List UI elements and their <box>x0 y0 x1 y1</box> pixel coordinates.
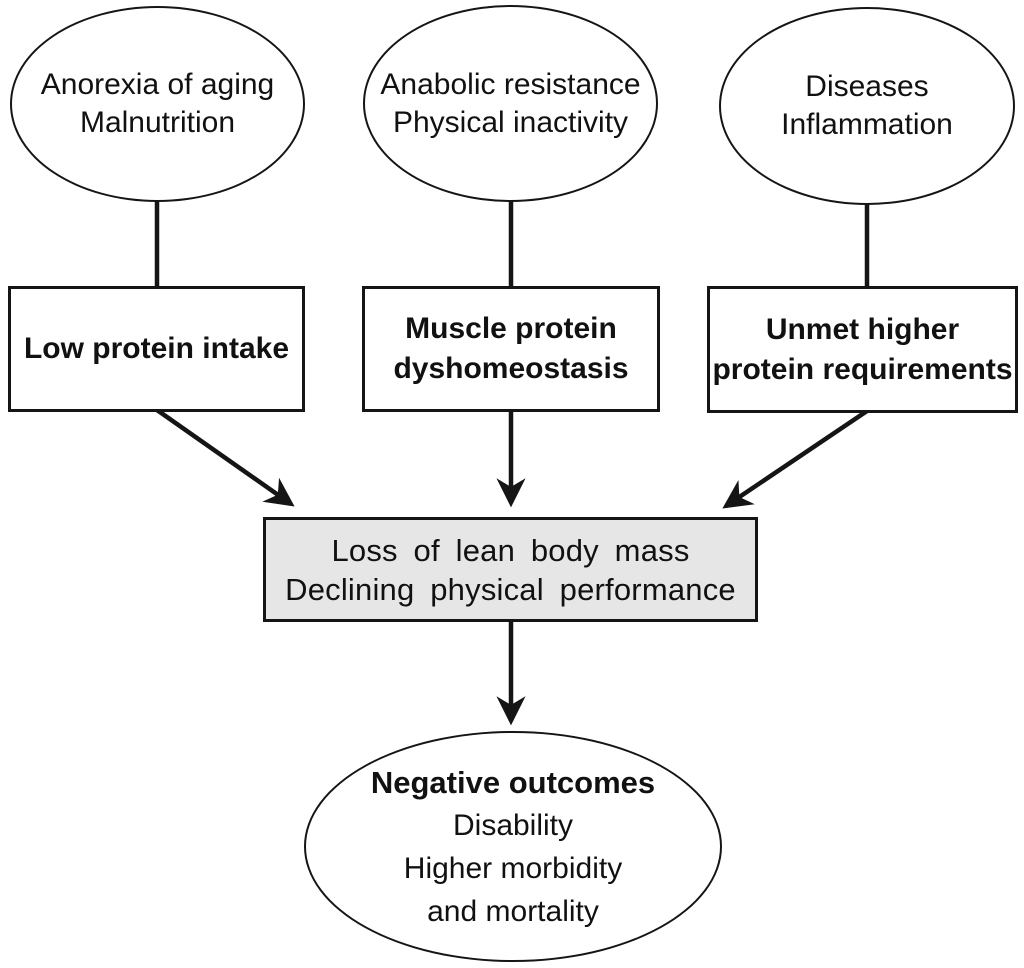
node-line: Malnutrition <box>79 106 236 139</box>
outcome-title: Negative outcomes <box>370 764 656 800</box>
node-line: protein requirements <box>712 352 1013 386</box>
node-line: Anabolic resistance <box>380 67 641 101</box>
central-box-loss-of-lean-body-mass: Loss of lean body mass Declining physica… <box>263 517 758 622</box>
node-line: Low protein intake <box>23 332 290 365</box>
node-line: Inflammation <box>781 108 953 141</box>
node-line: Declining physical performance <box>285 571 736 607</box>
node-line: dyshomeostasis <box>393 352 629 385</box>
node-line: Unmet higher <box>765 312 960 346</box>
mechanism-box-unmet-higher-protein-requirements: Unmet higher protein requirements <box>707 286 1018 413</box>
node-line: Higher morbidity <box>403 851 623 885</box>
cause-ellipse-diseases: Diseases Inflammation <box>719 7 1015 205</box>
mechanism-box-low-protein-intake: Low protein intake <box>8 286 305 412</box>
node-line: Physical inactivity <box>392 105 629 139</box>
node-line: Loss of lean body mass <box>331 532 690 568</box>
arrow-low-protein-to-central <box>155 408 295 507</box>
node-line: Muscle protein <box>405 312 617 345</box>
node-line: Diseases <box>805 70 929 103</box>
cause-ellipse-anabolic-resistance: Anabolic resistance Physical inactivity <box>363 5 658 202</box>
node-line: and mortality <box>427 894 599 928</box>
node-line: Disability <box>452 808 574 842</box>
cause-ellipse-anorexia-of-aging: Anorexia of aging Malnutrition <box>10 6 305 202</box>
outcome-ellipse-negative-outcomes: Negative outcomes Disability Higher morb… <box>304 731 722 962</box>
node-line: Anorexia of aging <box>40 68 275 101</box>
arrow-unmet-to-central <box>722 409 869 509</box>
mechanism-box-muscle-protein-dyshomeostasis: Muscle protein dyshomeostasis <box>362 286 660 412</box>
